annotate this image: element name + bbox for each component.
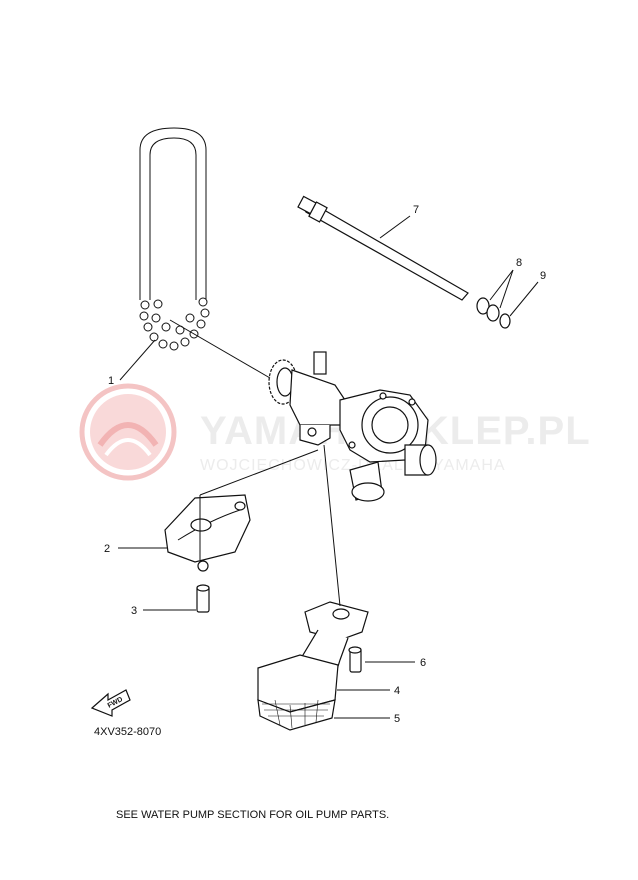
callout-8: 8 <box>516 257 522 269</box>
callout-3: 3 <box>131 605 137 617</box>
leader-lines <box>118 215 539 719</box>
callout-6: 6 <box>420 657 426 669</box>
fwd-arrow-icon: FWD <box>90 689 131 717</box>
callout-2: 2 <box>104 543 110 555</box>
o-rings-part-8-9 <box>476 297 511 329</box>
bolt-part-3 <box>196 584 210 613</box>
oil-pump-assembly <box>268 351 437 502</box>
chain-cover-part-2 <box>164 494 251 572</box>
diagram-code: 4XV352-8070 <box>94 726 161 738</box>
callout-9: 9 <box>540 270 546 282</box>
oil-strainer-part-4-5 <box>257 601 369 731</box>
yamaha-logo-icon <box>79 383 177 481</box>
bolt-part-6 <box>348 646 362 673</box>
shaft-part-7 <box>297 195 469 301</box>
callout-labels: 1 2 3 4 5 6 7 8 9 <box>104 204 546 725</box>
callout-1: 1 <box>108 375 114 387</box>
callout-7: 7 <box>413 204 419 216</box>
drive-chain <box>139 127 210 351</box>
footer-note: SEE WATER PUMP SECTION FOR OIL PUMP PART… <box>116 809 389 821</box>
callout-4: 4 <box>394 685 400 697</box>
callout-5: 5 <box>394 713 400 725</box>
